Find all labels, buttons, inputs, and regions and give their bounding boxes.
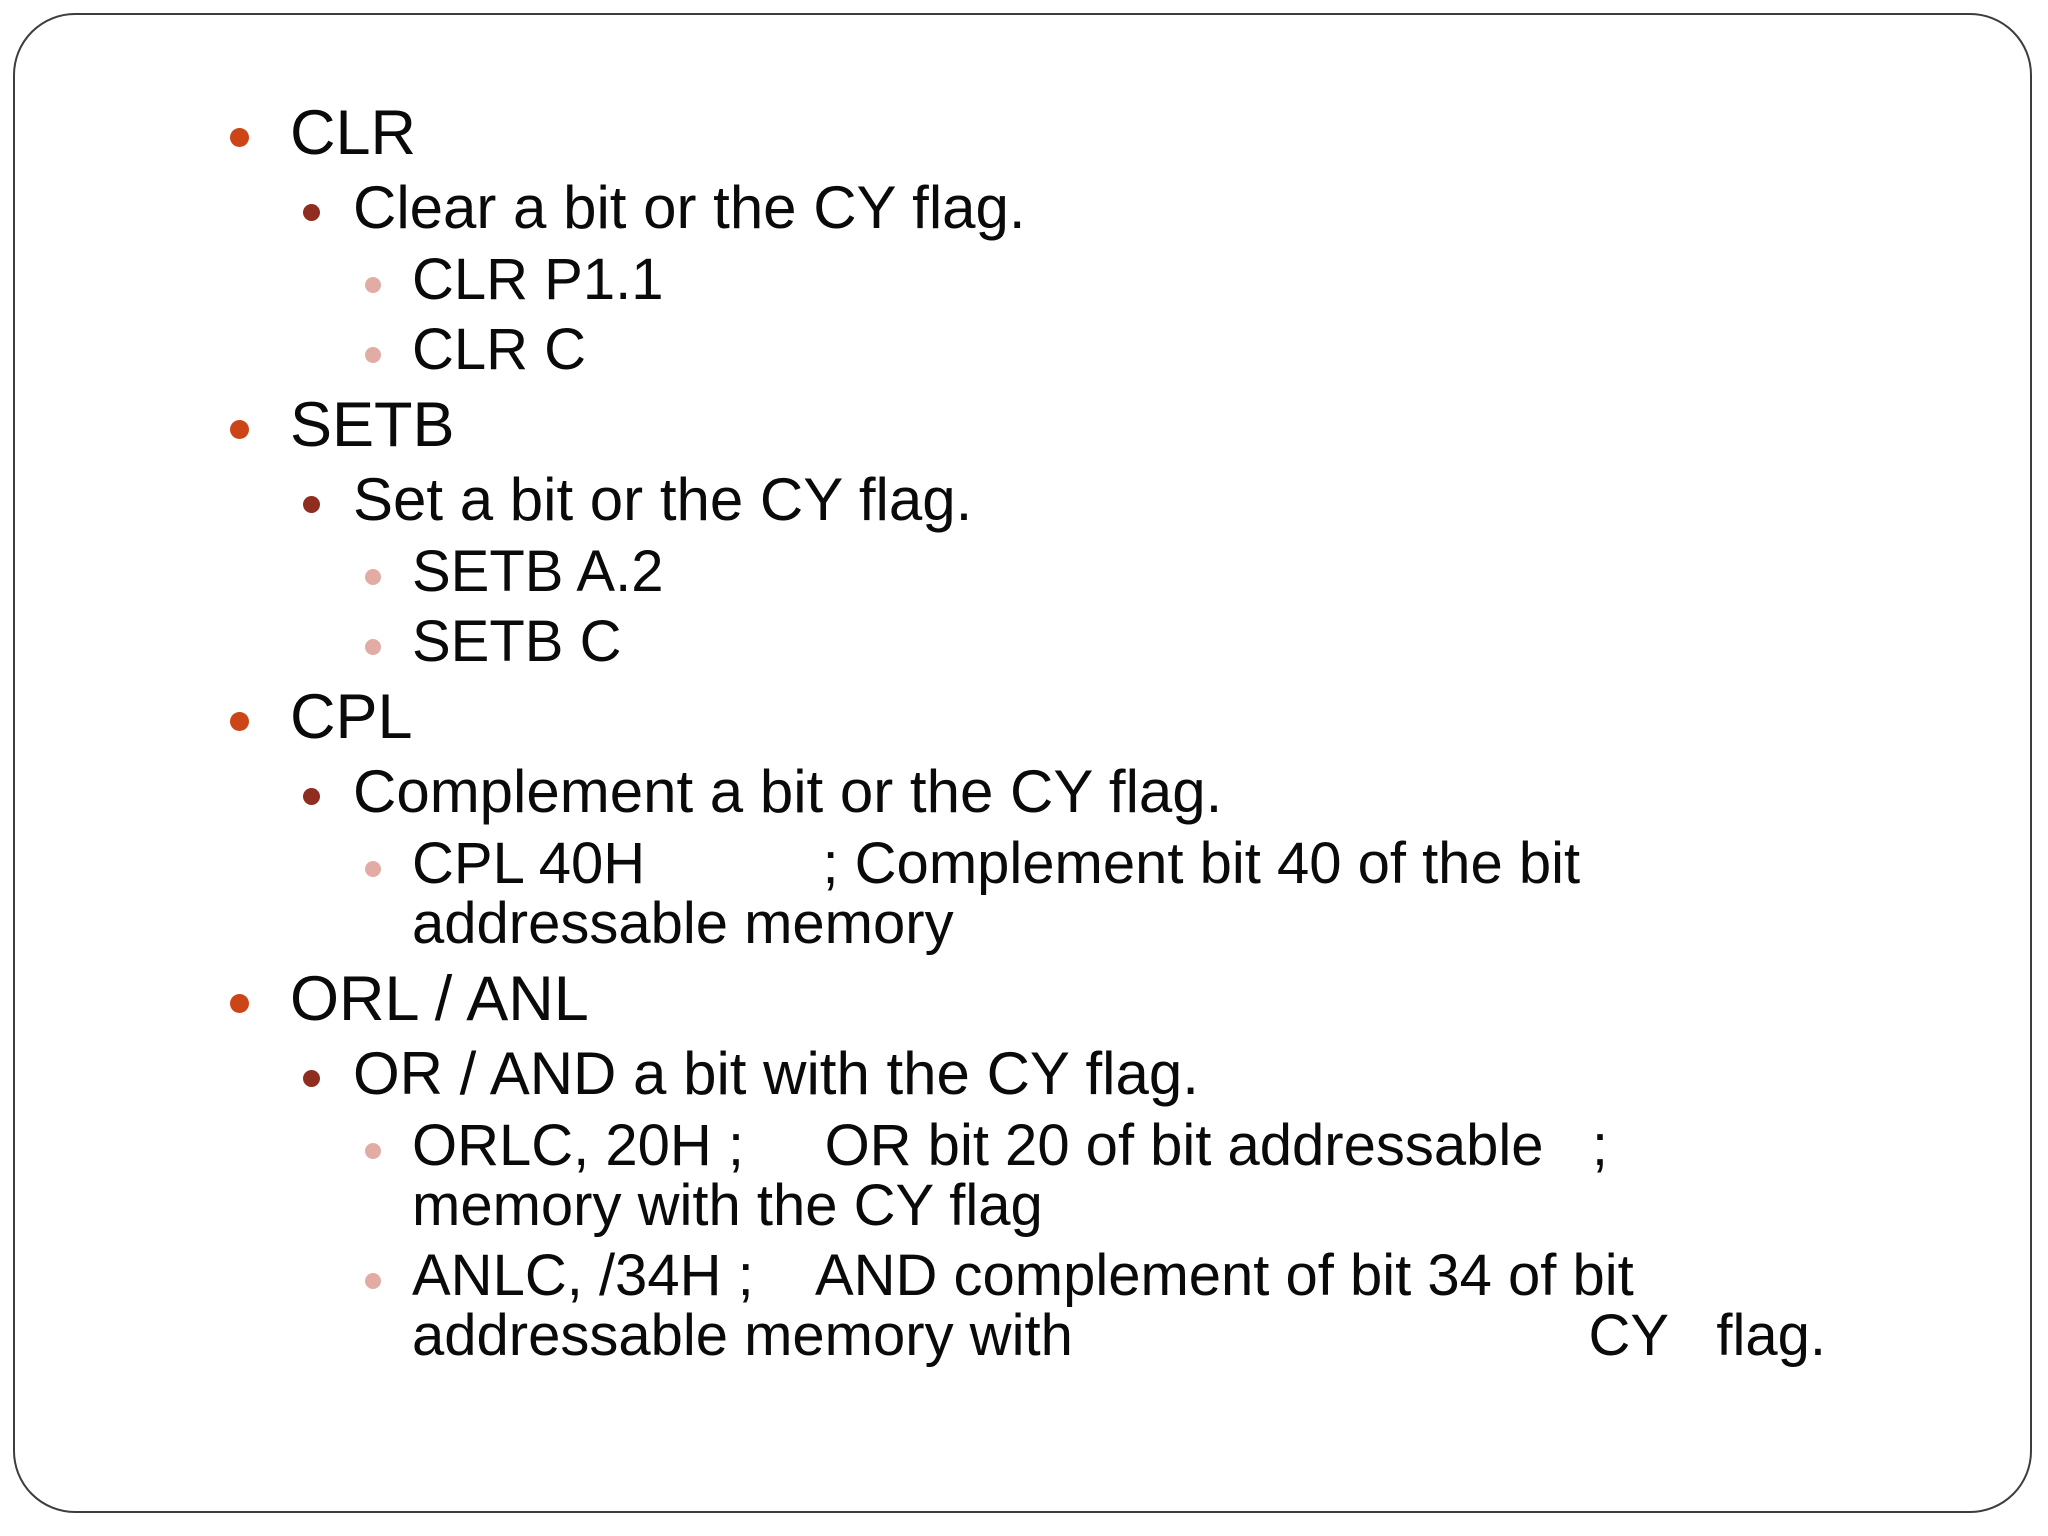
- bullet-dot-icon: [365, 1273, 381, 1289]
- item-text: ORL / ANL: [290, 964, 589, 1034]
- item-text: Set a bit or the CY flag.: [353, 466, 973, 533]
- bullet-dot-icon: [303, 1070, 320, 1087]
- bullet-dot-icon: [365, 569, 381, 585]
- bullet-dot-icon: [365, 861, 381, 877]
- bullet-dot-icon: [230, 994, 249, 1013]
- item-text: Complement a bit or the CY flag.: [353, 758, 1223, 825]
- item-text: CPL: [290, 682, 413, 752]
- row-cpl-desc: Complement a bit or the CY flag.: [230, 760, 1930, 824]
- bullet-dot-icon: [230, 420, 249, 439]
- row-cpl: CPL: [230, 684, 1930, 750]
- row-cpl-40h: CPL 40H ; Complement bit 40 of the bit a…: [230, 834, 1930, 954]
- row-clr-desc: Clear a bit or the CY flag.: [230, 176, 1930, 240]
- item-text: OR / AND a bit with the CY flag.: [353, 1040, 1199, 1107]
- item-text: Clear a bit or the CY flag.: [353, 174, 1026, 241]
- bullet-dot-icon: [365, 639, 381, 655]
- bullet-dot-icon: [365, 277, 381, 293]
- item-text: CLR C: [412, 317, 587, 382]
- row-clr-p11: CLR P1.1: [230, 250, 1930, 310]
- row-setb: SETB: [230, 392, 1930, 458]
- row-orl-anl-desc: OR / AND a bit with the CY flag.: [230, 1042, 1930, 1106]
- slide-border: [13, 13, 2032, 1513]
- item-text: SETB C: [412, 609, 622, 674]
- row-setb-c: SETB C: [230, 612, 1930, 672]
- item-text: addressable memory: [412, 891, 954, 956]
- row-clr: CLR: [230, 100, 1930, 166]
- bullet-dot-icon: [365, 347, 381, 363]
- item-text: memory with the CY flag: [412, 1173, 1043, 1238]
- item-text: ORLC, 20H ; OR bit 20 of bit addressable…: [412, 1113, 1608, 1178]
- bullet-list: CLR Clear a bit or the CY flag. CLR P1.1…: [230, 100, 1930, 1366]
- item-text: CLR P1.1: [412, 247, 664, 312]
- bullet-dot-icon: [303, 788, 320, 805]
- item-text: SETB A.2: [412, 539, 664, 604]
- item-text: addressable memory with CY flag.: [412, 1303, 1826, 1368]
- bullet-dot-icon: [230, 712, 249, 731]
- bullet-dot-icon: [365, 1143, 381, 1159]
- row-anlc-34h: ANLC, /34H ; AND complement of bit 34 of…: [230, 1246, 1930, 1366]
- bullet-dot-icon: [303, 204, 320, 221]
- item-text: CPL 40H ; Complement bit 40 of the bit: [412, 831, 1581, 896]
- bullet-dot-icon: [230, 128, 249, 147]
- bullet-dot-icon: [303, 496, 320, 513]
- row-orl-anl: ORL / ANL: [230, 966, 1930, 1032]
- item-text: ANLC, /34H ; AND complement of bit 34 of…: [412, 1243, 1634, 1308]
- row-orlc-20h: ORLC, 20H ; OR bit 20 of bit addressable…: [230, 1116, 1930, 1236]
- item-text: SETB: [290, 390, 455, 460]
- item-text: CLR: [290, 98, 417, 168]
- row-setb-desc: Set a bit or the CY flag.: [230, 468, 1930, 532]
- row-clr-c: CLR C: [230, 320, 1930, 380]
- row-setb-a2: SETB A.2: [230, 542, 1930, 602]
